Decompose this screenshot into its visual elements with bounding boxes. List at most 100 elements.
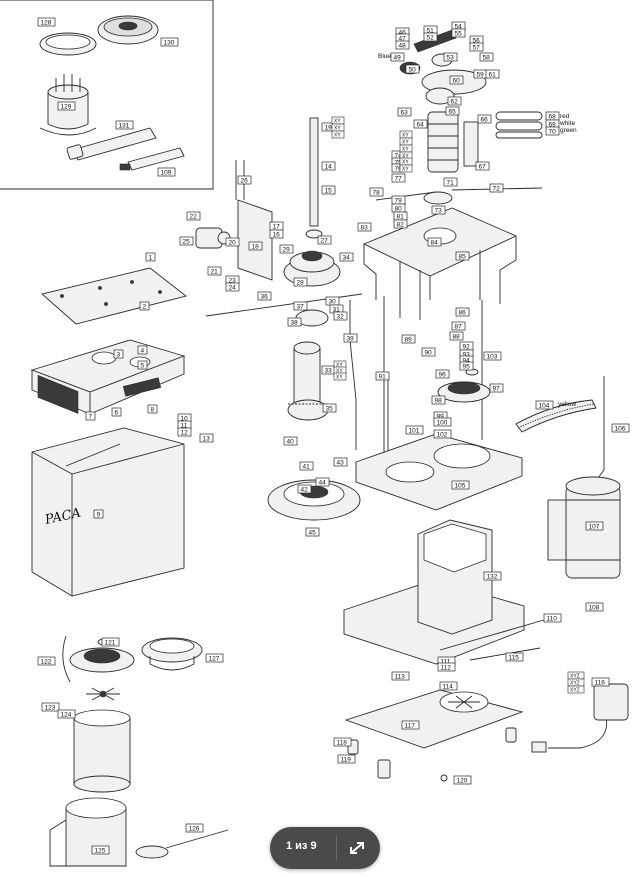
svg-text:59: 59 — [477, 71, 485, 78]
part-callout-18: 18 — [248, 241, 263, 251]
part-callout-72: 72 — [489, 183, 504, 193]
color-label-white: white — [559, 120, 576, 127]
svg-text:58: 58 — [483, 54, 491, 61]
svg-text:87: 87 — [455, 323, 463, 330]
part-callout-55: 55 — [451, 28, 466, 38]
measuring-spoon — [135, 829, 229, 859]
svg-text:75: 75 — [395, 159, 403, 166]
svg-text:XYZ: XYZ — [570, 681, 580, 687]
part-callout-105: 105 — [451, 480, 470, 490]
xy-tag: XY — [331, 130, 345, 139]
part-callout-90: 90 — [421, 347, 436, 357]
part-callout-101: 101 — [405, 425, 424, 435]
svg-text:8: 8 — [151, 406, 155, 413]
part-callout-95: 95 — [459, 361, 474, 371]
svg-text:XY: XY — [402, 140, 409, 146]
part-callout-88: 88 — [449, 331, 464, 341]
part-callout-115: 115 — [505, 652, 524, 662]
svg-text:56: 56 — [473, 37, 481, 44]
svg-text:131: 131 — [119, 122, 130, 129]
svg-text:85: 85 — [459, 253, 467, 260]
part-callout-20: 20 — [225, 237, 240, 247]
svg-text:49: 49 — [394, 54, 402, 61]
svg-text:71: 71 — [447, 179, 455, 186]
svg-text:36: 36 — [261, 293, 269, 300]
part-callout-91: 91 — [375, 371, 390, 381]
base-tray — [355, 433, 523, 511]
part-callout-126: 126 — [185, 823, 204, 833]
svg-text:31: 31 — [333, 306, 341, 313]
part-callout-110: 110 — [543, 613, 562, 623]
xy-tag: XY — [399, 144, 413, 153]
burr-set — [69, 638, 135, 673]
part-callout-52: 52 — [423, 32, 438, 42]
part-callout-49: 49 — [390, 52, 405, 62]
svg-text:17: 17 — [273, 223, 281, 230]
heater-part — [39, 74, 97, 136]
svg-text:108: 108 — [589, 604, 600, 611]
svg-text:47: 47 — [399, 35, 407, 42]
svg-text:116: 116 — [595, 679, 606, 686]
svg-text:43: 43 — [337, 459, 345, 466]
lid-part — [97, 15, 159, 45]
part-callout-38: 38 — [287, 317, 302, 327]
svg-text:66: 66 — [481, 116, 489, 123]
impeller — [86, 687, 120, 701]
part-callout-100: 100 — [433, 417, 452, 427]
bowl-holder — [49, 797, 127, 867]
svg-text:103: 103 — [487, 353, 498, 360]
expand-arrows-icon[interactable] — [344, 836, 370, 860]
svg-text:32: 32 — [337, 313, 345, 320]
svg-text:93: 93 — [463, 351, 471, 358]
part-callout-39: 39 — [343, 333, 358, 343]
part-callout-21: 21 — [207, 266, 222, 276]
part-callout-28: 28 — [293, 277, 308, 287]
part-callout-50: 50 — [405, 64, 420, 74]
svg-text:117: 117 — [405, 722, 416, 729]
group-brace-122 — [62, 635, 71, 683]
housing-shell — [31, 427, 185, 597]
drive-drum — [287, 341, 329, 421]
part-callout-78: 78 — [369, 187, 384, 197]
xy-tag: XY — [399, 130, 413, 139]
svg-text:37: 37 — [297, 303, 305, 310]
svg-text:30: 30 — [329, 298, 337, 305]
drive-shaft — [305, 117, 323, 239]
part-callout-59: 59 — [473, 69, 488, 79]
xy-tag: XYZ — [567, 678, 585, 687]
svg-text:XY: XY — [336, 369, 343, 375]
motor-stack — [427, 111, 479, 173]
top-panel — [41, 267, 188, 325]
timing-belt — [515, 399, 597, 433]
svg-text:44: 44 — [319, 479, 327, 486]
svg-text:42: 42 — [301, 486, 309, 493]
svg-text:XY: XY — [334, 133, 341, 139]
svg-text:XY: XY — [402, 133, 409, 139]
part-callout-9: 9 — [93, 509, 104, 519]
grinding-bowl — [73, 709, 131, 793]
xy-tag: XYZ — [567, 671, 585, 680]
svg-text:61: 61 — [489, 71, 497, 78]
svg-text:107: 107 — [589, 523, 600, 530]
part-callout-103: 103 — [483, 351, 502, 361]
part-callout-26: 26 — [237, 175, 252, 185]
svg-text:XY: XY — [336, 363, 343, 369]
svg-text:101: 101 — [409, 427, 420, 434]
svg-text:10: 10 — [181, 415, 189, 422]
part-callout-104: 104 — [535, 400, 554, 410]
part-callout-120: 120 — [453, 775, 472, 785]
part-callout-42: 42 — [297, 484, 312, 494]
part-callout-64: 64 — [413, 119, 428, 129]
svg-text:95: 95 — [463, 363, 471, 370]
part-callout-61: 61 — [485, 69, 500, 79]
part-callout-123: 123 — [41, 702, 60, 712]
svg-text:XY: XY — [334, 126, 341, 132]
connector-strip — [122, 377, 162, 397]
svg-text:110: 110 — [547, 615, 558, 622]
svg-text:XY: XY — [336, 375, 343, 381]
svg-text:130: 130 — [164, 39, 175, 46]
svg-text:XY: XY — [334, 119, 341, 125]
svg-text:7: 7 — [89, 413, 93, 420]
part-callout-119: 119 — [337, 754, 356, 764]
